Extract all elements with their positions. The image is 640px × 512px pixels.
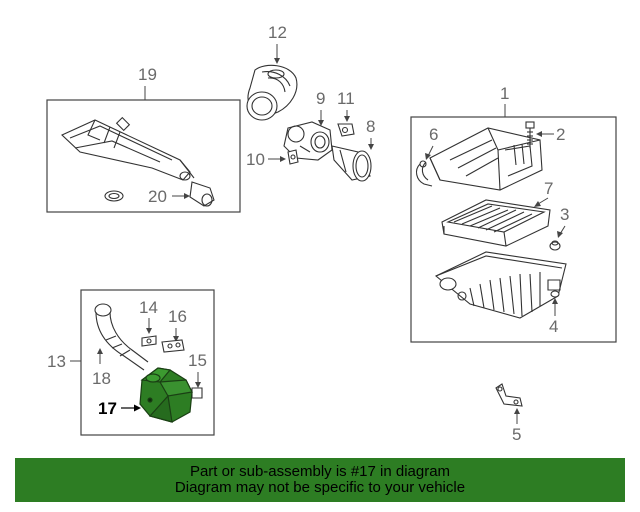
arrow-18 <box>97 348 103 364</box>
grommet-3[interactable] <box>549 240 561 251</box>
air-filter-7[interactable] <box>441 199 551 247</box>
callout-7: 7 <box>544 179 553 198</box>
banner-line-2: Diagram may not be specific to your vehi… <box>174 479 466 496</box>
air-cleaner-cover[interactable] <box>429 127 543 191</box>
arrow-16 <box>173 328 179 342</box>
bracket-5[interactable] <box>495 383 523 407</box>
arrow-10 <box>268 156 286 162</box>
callout-4: 4 <box>549 317 558 336</box>
arrow-12 <box>274 44 280 64</box>
group-box-19 <box>46 86 241 213</box>
callout-20: 20 <box>148 187 167 206</box>
clamp-part-20[interactable] <box>189 181 215 207</box>
resonator-17[interactable] <box>139 367 193 423</box>
group-box-13 <box>70 289 215 436</box>
callout-17: 17 <box>98 399 117 418</box>
bracket-16[interactable] <box>161 339 185 353</box>
arrow-15 <box>195 372 201 388</box>
hose-18[interactable] <box>94 303 149 371</box>
callout-2: 2 <box>556 125 565 144</box>
callout-11: 11 <box>337 89 355 108</box>
arrow-5 <box>514 408 520 424</box>
ring-gasket <box>104 190 124 202</box>
arrow-2 <box>536 131 554 137</box>
air-inlet-duct[interactable] <box>61 116 195 181</box>
air-cleaner-case[interactable] <box>434 251 567 319</box>
group-box-1 <box>410 104 617 343</box>
clip-10[interactable] <box>287 149 299 165</box>
arrow-11 <box>344 110 350 122</box>
callout-15: 15 <box>188 351 207 370</box>
arrow-4 <box>552 298 558 316</box>
arrow-9 <box>318 110 324 126</box>
callout-8: 8 <box>366 117 375 136</box>
callout-3: 3 <box>560 205 569 224</box>
arrow-8 <box>368 138 374 150</box>
callout-12: 12 <box>268 23 287 42</box>
bracket-14[interactable] <box>141 335 157 347</box>
callout-18: 18 <box>92 369 111 388</box>
callout-9: 9 <box>316 89 325 108</box>
hose-6[interactable] <box>415 160 433 187</box>
callout-6: 6 <box>429 125 438 144</box>
arrow-14 <box>146 318 152 334</box>
callout-16: 16 <box>168 307 187 326</box>
bolt-4[interactable] <box>550 290 560 298</box>
callout-19: 19 <box>138 65 157 84</box>
callout-5: 5 <box>512 425 521 444</box>
bracket-11[interactable] <box>337 123 355 137</box>
sensor-housing-8[interactable] <box>331 145 372 182</box>
banner-line-1: Part or sub-assembly is #17 in diagram <box>189 463 451 480</box>
bolt-2[interactable] <box>525 121 535 148</box>
callout-1: 1 <box>500 84 509 103</box>
intake-hose-12[interactable] <box>246 64 298 121</box>
callout-10: 10 <box>246 150 265 169</box>
arrow-17 <box>121 404 141 412</box>
clip-15[interactable] <box>191 387 203 399</box>
info-banner: Part or sub-assembly is #17 in diagram D… <box>15 458 625 502</box>
arrow-3 <box>557 225 566 238</box>
callout-13: 13 <box>47 352 66 371</box>
arrow-7 <box>534 197 549 207</box>
callout-14: 14 <box>139 298 158 317</box>
arrow-6 <box>425 145 434 160</box>
arrow-20 <box>172 193 190 199</box>
